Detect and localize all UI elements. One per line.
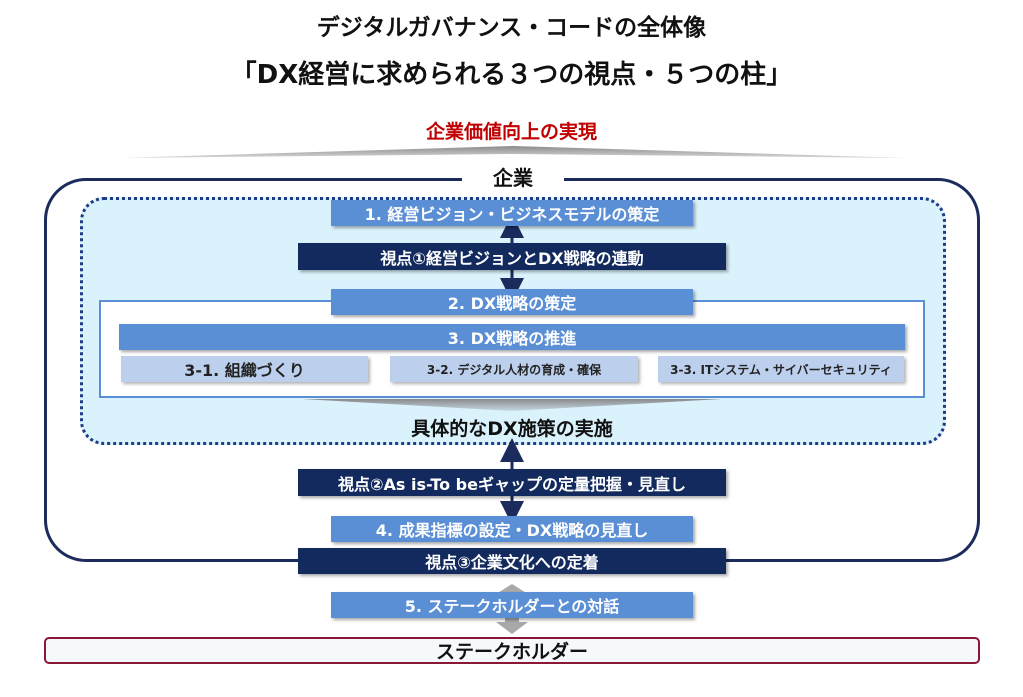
view-1-box: 視点①経営ビジョンとDX戦略の連動 [298,243,726,270]
sub-pillar-3-2-label: 3-2. デジタル人材の育成・確保 [426,362,602,377]
pillar-2-label: 2. DX戦略の策定 [447,294,577,313]
view-3-box: 視点③企業文化への定着 [298,548,726,574]
goal-bar [118,146,908,158]
pillar-5-box: 5. ステークホルダーとの対話 [331,592,693,618]
pillar-5-label: 5. ステークホルダーとの対話 [404,597,620,616]
view-3-label: 視点③企業文化への定着 [425,553,599,572]
diagram-subtitle: 「DX経営に求められる３つの視点・５つの柱」 [230,59,793,90]
view-1-label: 視点①経営ビジョンとDX戦略の連動 [380,248,644,268]
pillar-4-box: 4. 成果指標の設定・DX戦略の見直し [331,516,693,542]
view-2-label: 視点②As is-To beギャップの定量把握・見直し [338,474,686,494]
pillar-1-box: 1. 経営ビジョン・ビジネスモデルの策定 [331,200,693,226]
pillar-4-label: 4. 成果指標の設定・DX戦略の見直し [375,521,649,540]
implementation-label: 具体的なDX施策の実施 [411,417,613,440]
sub-pillar-3-3-label: 3-3. ITシステム・サイバーセキュリティ [670,362,892,377]
diagram-title: デジタルガバナンス・コードの全体像 [316,15,707,41]
pillar-3-label: 3. DX戦略の推進 [447,329,577,348]
implementation-chevron [302,399,722,411]
stakeholders-label: ステークホルダー [435,641,588,663]
stakeholders-bar: ステークホルダー [44,637,980,664]
pillar-1-label: 1. 経営ビジョン・ビジネスモデルの策定 [364,205,660,224]
sub-pillar-3-2: 3-2. デジタル人材の育成・確保 [390,356,638,382]
company-label: 企業 [462,161,564,191]
goal-label: 企業価値向上の実現 [425,120,597,143]
pillar-3-box: 3. DX戦略の推進 [119,324,905,350]
pillar-2-box: 2. DX戦略の策定 [331,289,693,315]
view-2-box: 視点②As is-To beギャップの定量把握・見直し [298,469,726,496]
sub-pillar-3-3: 3-3. ITシステム・サイバーセキュリティ [658,356,904,382]
sub-pillar-3-1-label: 3-1. 組織づくり [184,361,305,380]
sub-pillar-3-1: 3-1. 組織づくり [121,356,368,382]
